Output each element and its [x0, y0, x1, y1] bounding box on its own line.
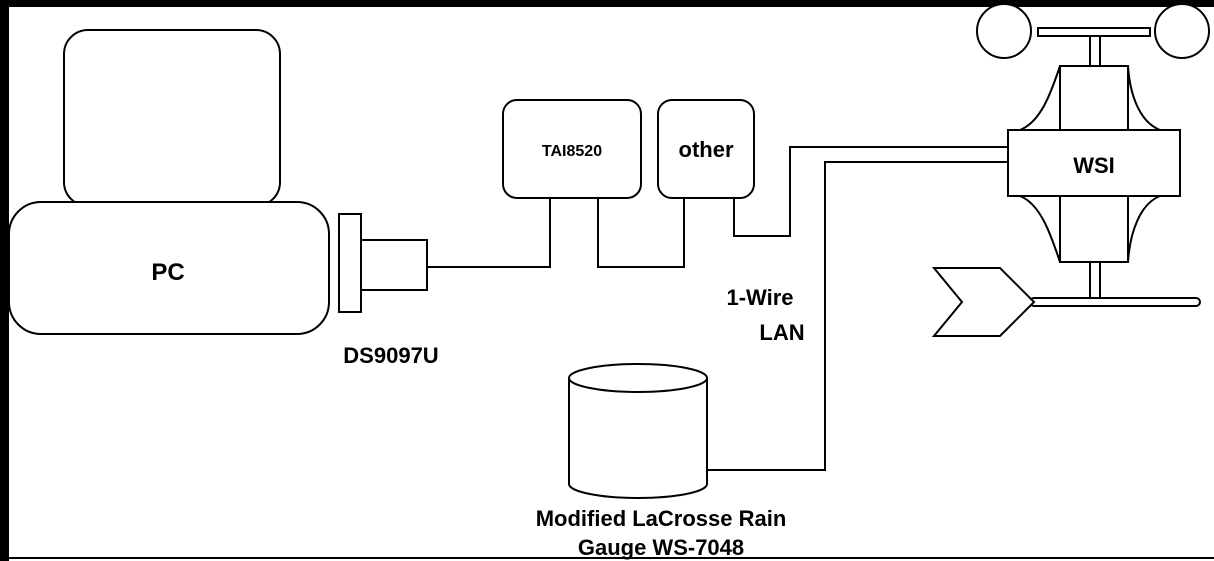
other-device: other	[657, 99, 755, 199]
anemometer-mast	[1089, 35, 1101, 67]
tai8520-box	[502, 99, 642, 199]
network-label-line2: LAN	[759, 320, 804, 345]
pc-base	[8, 201, 330, 335]
wsi-label: WSI	[1073, 153, 1115, 178]
wind-vane-arrow	[931, 267, 1036, 337]
wsi-box	[1007, 129, 1181, 197]
rain-gauge-top	[568, 363, 708, 393]
rain-gauge-body	[568, 378, 708, 499]
network-label-line1: 1-Wire	[726, 285, 793, 310]
adapter-flange	[338, 213, 362, 313]
rain-gauge-label-line1: Modified LaCrosse Rain	[536, 506, 787, 531]
weather-station: WSI	[931, 3, 1210, 337]
vane-mast	[1089, 261, 1101, 299]
anemometer-arm	[1037, 27, 1151, 37]
wsi-upper-column	[1059, 65, 1129, 131]
wire-tai-to-other	[597, 198, 685, 268]
one-wire-cabling	[427, 146, 1008, 471]
vane-rod	[1029, 297, 1201, 307]
adapter-label: DS9097U	[343, 343, 438, 368]
ds9097u-adapter: DS9097U	[338, 213, 439, 368]
wire-other-to-wsi	[733, 146, 1008, 237]
wire-gauge-to-wsi	[706, 161, 1008, 471]
anemometer-cup-left	[976, 3, 1032, 59]
pc-monitor	[63, 29, 281, 207]
tai8520-label: TAI8520	[542, 143, 602, 160]
other-label: other	[679, 137, 734, 162]
pc-label: PC	[151, 259, 184, 286]
adapter-body	[360, 239, 428, 291]
rain-gauge: Modified LaCrosse Rain Gauge WS-7048	[536, 363, 787, 560]
wire-adapter-to-tai	[427, 198, 551, 268]
tai8520-device: TAI8520	[502, 99, 642, 199]
other-box	[657, 99, 755, 199]
rain-gauge-label-line2: Gauge WS-7048	[578, 535, 744, 560]
pc-computer: PC	[8, 29, 330, 335]
wsi-lower-column	[1059, 195, 1129, 263]
anemometer-cup-right	[1154, 3, 1210, 59]
